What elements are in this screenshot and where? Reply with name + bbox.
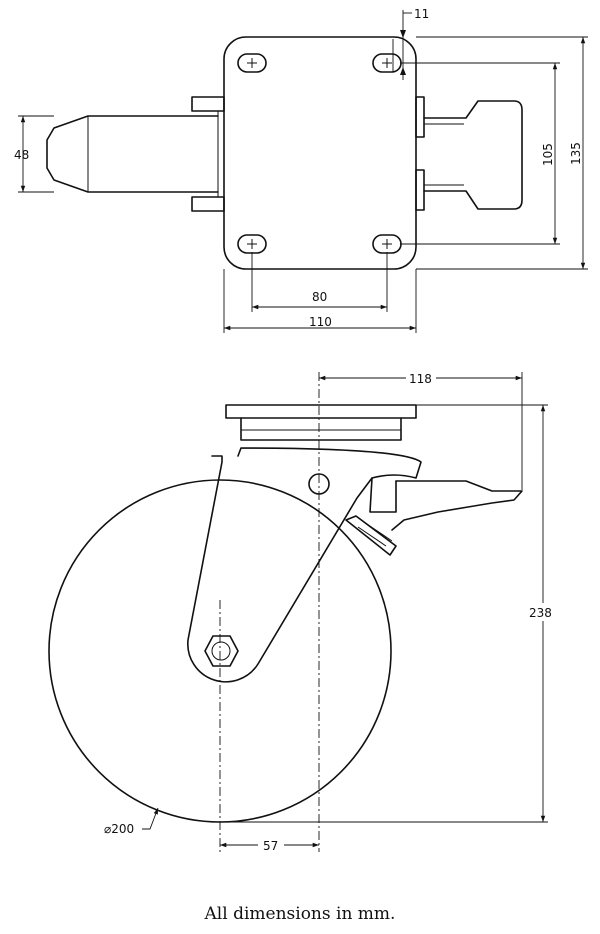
dim-118: 118 bbox=[409, 372, 432, 386]
caption: All dimensions in mm. bbox=[204, 904, 396, 924]
fork bbox=[187, 447, 422, 683]
dim-110: 110 bbox=[309, 315, 332, 329]
top-plate bbox=[223, 36, 417, 270]
dim-11: 11 bbox=[414, 7, 429, 21]
dim-105: 105 bbox=[541, 143, 555, 166]
mounting-hole bbox=[237, 234, 267, 254]
mounting-hole bbox=[372, 234, 402, 254]
top-brake-pedal bbox=[423, 100, 523, 210]
top-view: 11 48 105 135 80 110 bbox=[14, 7, 588, 333]
top-wheel-profile bbox=[46, 115, 219, 193]
dim-48: 48 bbox=[14, 148, 29, 162]
side-plate bbox=[225, 404, 417, 419]
axle-nut bbox=[204, 635, 239, 667]
brake-shoe bbox=[345, 515, 397, 556]
dim-238: 238 bbox=[529, 606, 552, 620]
dim-57: 57 bbox=[263, 839, 278, 853]
dim-135: 135 bbox=[569, 142, 583, 165]
dim-diameter-200: ⌀200 bbox=[104, 822, 134, 836]
side-view: 118 238 ⌀200 57 bbox=[48, 369, 558, 853]
mounting-holes bbox=[237, 53, 402, 254]
brake-lever bbox=[391, 480, 523, 531]
dim-80: 80 bbox=[312, 290, 327, 304]
mounting-hole bbox=[237, 53, 267, 73]
mounting-hole bbox=[372, 53, 402, 73]
